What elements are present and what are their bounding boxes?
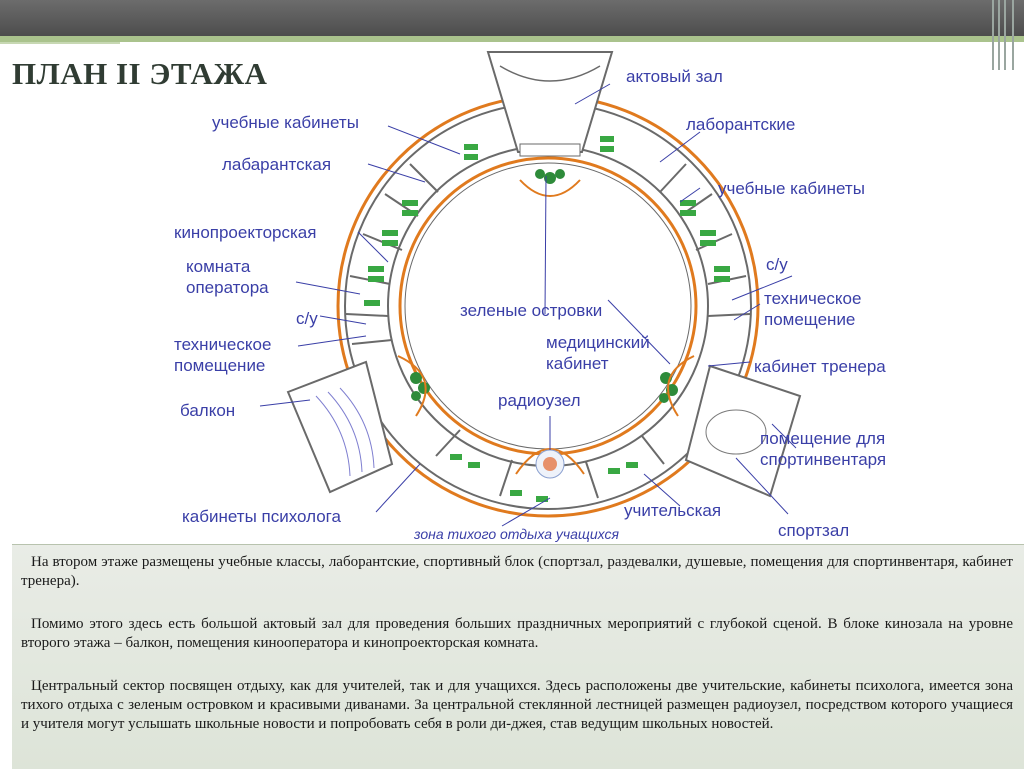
classroom-desks (364, 136, 730, 502)
island-top-curve (519, 179, 581, 197)
label-wc-right: с/у (766, 255, 788, 274)
sports-hall-wedge (684, 364, 802, 498)
label-classrooms-left: учебные кабинеты (212, 113, 359, 132)
label-coach-office: кабинет тренера (754, 357, 886, 376)
floor-plan-drawing (259, 51, 802, 527)
leader-lines (259, 83, 797, 527)
description-box: На втором этаже размещены учебные классы… (12, 544, 1024, 769)
slide-top-bar (0, 0, 1024, 36)
label-equipment-room: помещение для спортинвентаря (760, 429, 887, 469)
assembly-hall-wedge (486, 51, 614, 153)
label-operator-room: комната оператора (186, 257, 269, 297)
description-paragraph-3: Центральный сектор посвящен отдыху, как … (21, 678, 1013, 732)
label-lab-room: лабарантская (222, 155, 332, 174)
label-balcony: балкон (180, 401, 236, 420)
label-tech-room-right: техническое помещение (764, 289, 862, 329)
slide-accent-bar (0, 36, 1024, 42)
stage-curve (499, 65, 601, 82)
label-gym: спортзал (778, 521, 850, 540)
label-quiet-zone: зона тихого отдыха учащихся (414, 526, 619, 542)
balcony-rows (315, 387, 375, 477)
label-tech-room-left: техническое помещение (174, 335, 272, 375)
hall-entrance (519, 143, 581, 157)
label-green-islands: зеленые островки (460, 301, 603, 320)
stair-core (543, 457, 557, 471)
label-medical-office: медицинский кабинет (546, 333, 650, 373)
description-paragraph-2: Помимо этого здесь есть большой актовый … (21, 616, 1013, 651)
label-radio-room: радиоузел (498, 391, 581, 410)
floor-plan: актовый зал учебные кабинеты лаборантски… (120, 44, 982, 544)
label-psychologist-offices: кабинеты психолога (182, 507, 341, 526)
label-classrooms-right: учебные кабинеты (718, 179, 865, 198)
label-wc-left: с/у (296, 309, 318, 328)
label-assembly-hall: актовый зал (626, 67, 723, 86)
label-teachers-room: учительская (624, 501, 722, 520)
label-projector-room: кинопроекторская (174, 223, 317, 242)
sports-court (705, 409, 767, 455)
island-left-curve (397, 355, 427, 417)
edge-decoration (988, 0, 1024, 70)
balcony-wedge (286, 360, 394, 494)
slide-accent-line (0, 42, 120, 44)
description-paragraph-1: На втором этаже размещены учебные классы… (21, 554, 1013, 589)
page-title: ПЛАН II ЭТАЖА (12, 56, 268, 91)
island-right-curve (667, 355, 695, 417)
label-labs: лаборантские (686, 115, 796, 134)
